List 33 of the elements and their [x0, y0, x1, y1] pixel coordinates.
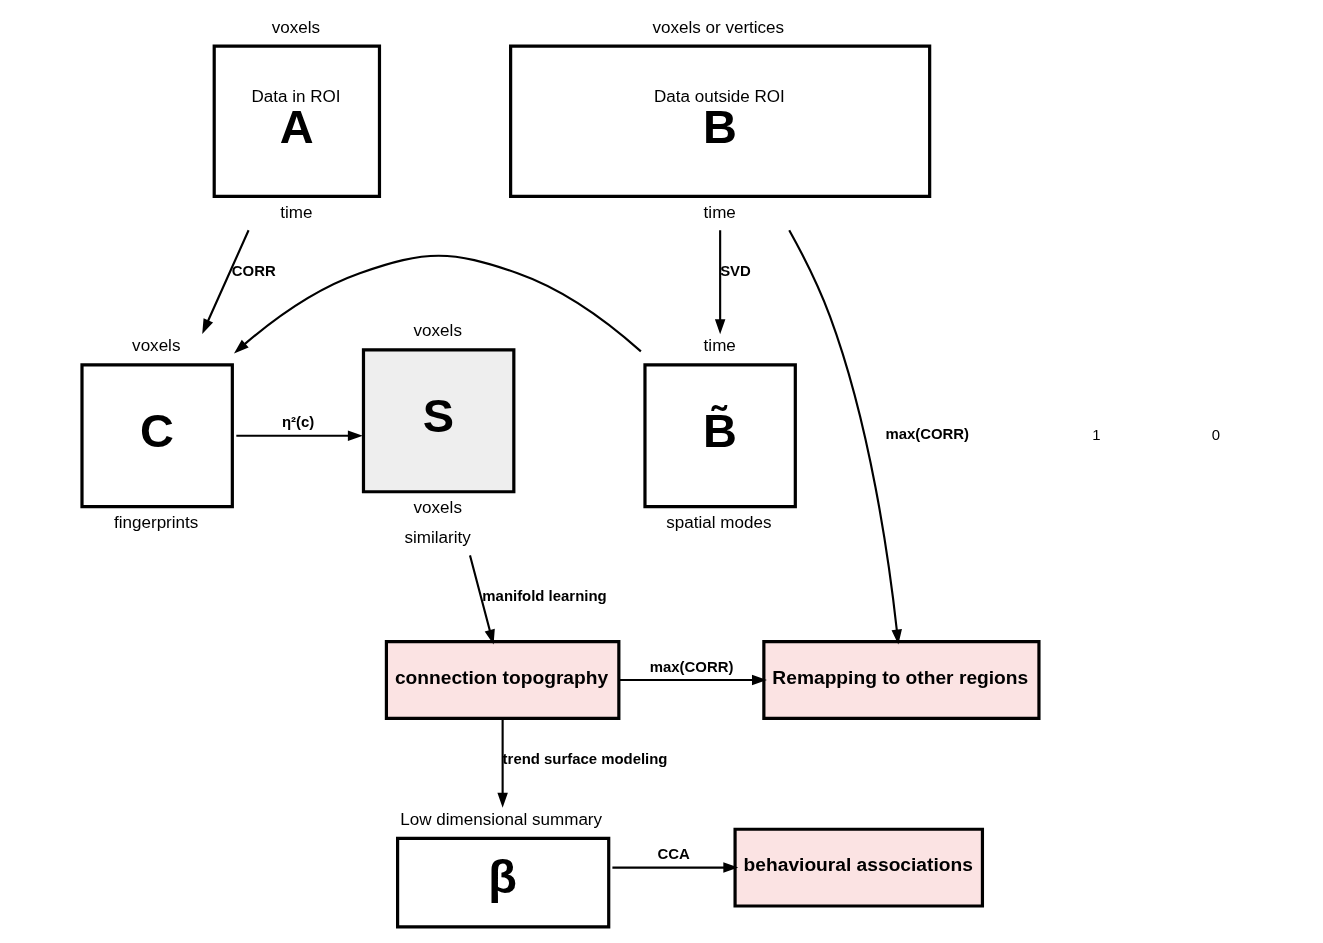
edge-label: CCA	[657, 845, 690, 863]
node-label: voxels or vertices	[652, 17, 785, 37]
arrow	[788, 229, 902, 645]
edge-label: SVD	[720, 262, 751, 280]
node-label: fingerprints	[113, 513, 199, 533]
edge-label: max(CORR)	[885, 424, 970, 442]
node-label: time	[703, 203, 736, 223]
node-label: voxels	[271, 17, 321, 37]
arrow	[619, 674, 767, 686]
arrow	[497, 718, 508, 808]
node-label: voxels	[413, 498, 462, 518]
edge-label: η²(c)	[281, 413, 315, 431]
node-label: time	[703, 336, 736, 356]
node-label: voxels	[413, 321, 462, 341]
edge-label: max(CORR)	[649, 657, 734, 675]
arrow	[236, 430, 363, 441]
edge-label: manifold learning	[482, 587, 607, 605]
node-label: spatial modes	[666, 513, 772, 533]
node-label: voxels	[132, 336, 181, 356]
arrow	[202, 229, 250, 334]
arrow	[612, 862, 739, 873]
edge-label: CORR	[231, 262, 276, 280]
arrow	[468, 555, 495, 645]
node-label: time	[280, 203, 313, 223]
node-label: Low dimensional summary	[400, 809, 603, 829]
node-label: similarity	[404, 528, 471, 548]
label: 1	[1092, 425, 1101, 443]
node-box: connection topography	[384, 639, 621, 720]
node-box: Remapping to other regions	[762, 639, 1041, 720]
label: 0	[1211, 425, 1221, 443]
arrow	[714, 230, 726, 335]
node-box: behavioural associations	[733, 827, 985, 908]
arrow	[234, 254, 642, 354]
